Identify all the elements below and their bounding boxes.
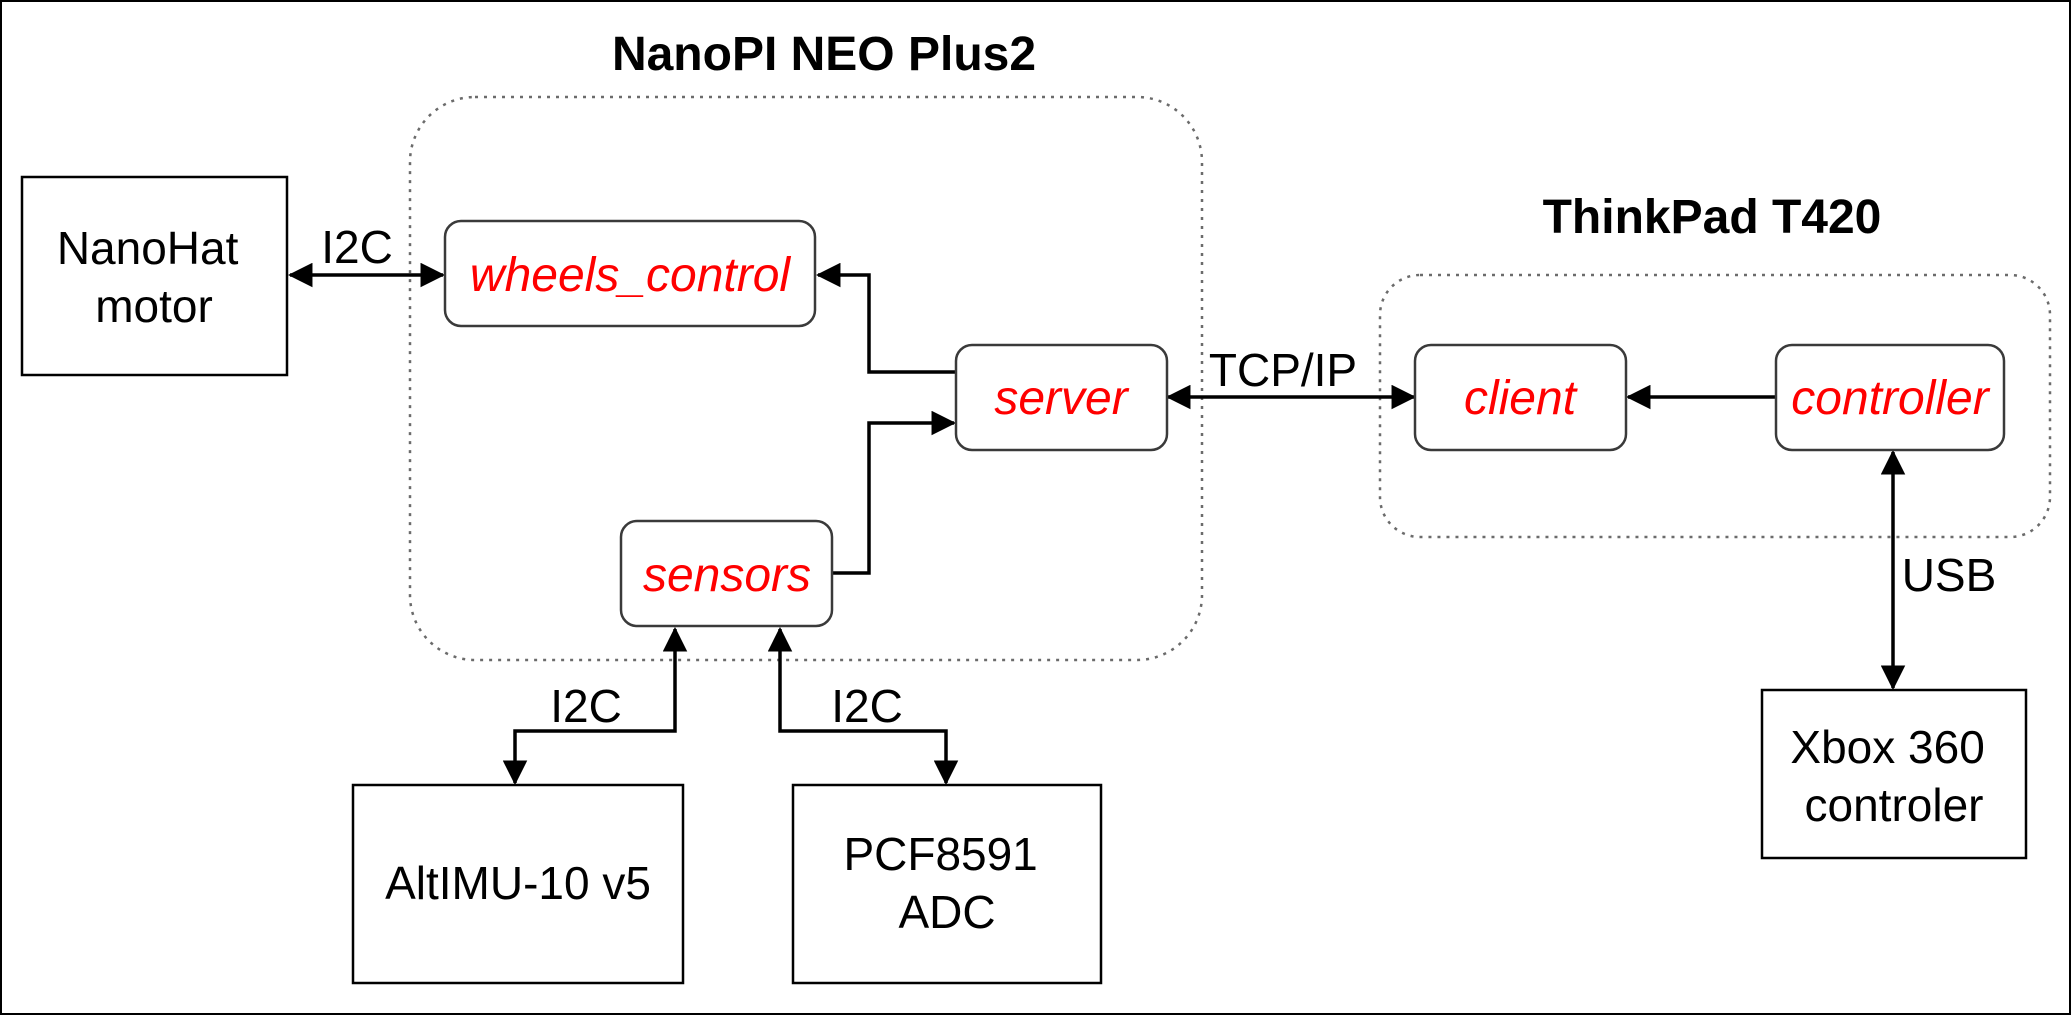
- edge-sensors-altimu: [502, 626, 688, 786]
- edge-server-wheels: [815, 262, 955, 374]
- process-sensors[interactable]: sensors: [619, 519, 834, 628]
- link-label-pcf-i2c: I2C: [831, 680, 903, 732]
- process-wheels-control-label: wheels_control: [470, 249, 792, 302]
- device-altimu-label: AltIMU-10 v5: [385, 857, 651, 909]
- process-server-label: server: [994, 372, 1129, 425]
- svg-text:NanoHat motor: NanoHat motor: [57, 222, 251, 332]
- process-client-label: client: [1464, 372, 1578, 425]
- device-xbox-line1: Xbox 360: [1790, 721, 1984, 773]
- nanopi-group-title: NanoPI NEO Plus2: [612, 28, 1036, 81]
- device-nanohat-line2: motor: [95, 280, 213, 332]
- device-nanohat-motor[interactable]: NanoHat motor: [20, 175, 289, 377]
- svg-text:Xbox 360 controler: Xbox 360 controler: [1790, 721, 1997, 831]
- edge-sensors-server: [833, 410, 957, 575]
- svg-text:PCF8591 ADC: PCF8591 ADC: [843, 828, 1050, 938]
- device-pcf-line1: PCF8591: [843, 828, 1037, 880]
- process-controller-label: controller: [1791, 372, 1990, 425]
- process-wheels-control[interactable]: wheels_control: [443, 219, 817, 328]
- device-nanohat-line1: NanoHat: [57, 222, 239, 274]
- link-label-server-tcpip: TCP/IP: [1209, 344, 1357, 396]
- process-sensors-label: sensors: [643, 549, 811, 602]
- edge-sensors-pcf: [767, 626, 959, 786]
- process-server[interactable]: server: [954, 343, 1169, 452]
- thinkpad-group-title: ThinkPad T420: [1543, 191, 1882, 244]
- link-label-altimu-i2c: I2C: [550, 680, 622, 732]
- device-pcf-line2: ADC: [898, 886, 995, 938]
- process-client[interactable]: client: [1413, 343, 1628, 452]
- device-pcf8591-adc[interactable]: PCF8591 ADC: [791, 783, 1103, 985]
- process-controller[interactable]: controller: [1774, 343, 2006, 452]
- device-xbox-line2: controler: [1805, 779, 1984, 831]
- device-xbox-controller[interactable]: Xbox 360 controler: [1760, 688, 2028, 860]
- link-label-nanohat-i2c: I2C: [321, 221, 393, 273]
- device-altimu[interactable]: AltIMU-10 v5: [351, 783, 685, 985]
- link-label-xbox-usb: USB: [1902, 549, 1997, 601]
